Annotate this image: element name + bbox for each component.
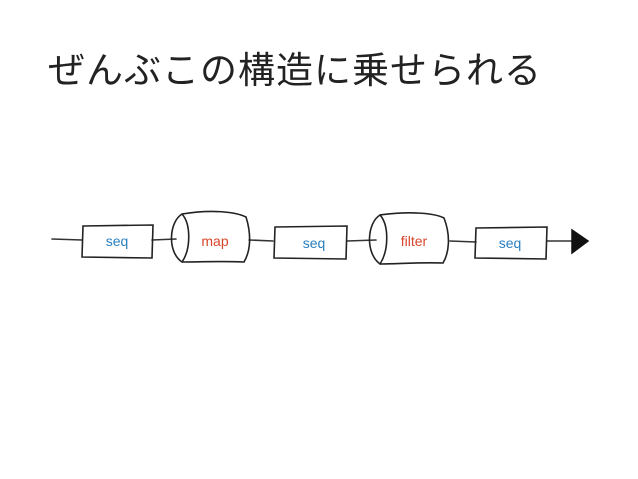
node-filter: filter xyxy=(368,212,450,266)
node-map-label: map xyxy=(201,233,228,249)
node-map-body xyxy=(181,210,251,263)
slide-title: ぜんぶこの構造に乗せられる xyxy=(48,49,542,92)
node-seq-2-label: seq xyxy=(303,235,326,251)
node-map-cap xyxy=(170,212,190,264)
node-filter-label: filter xyxy=(401,233,428,249)
node-seq-1: seq xyxy=(81,224,154,259)
node-seq-1-box xyxy=(81,224,154,259)
node-seq-2-box xyxy=(273,225,348,260)
node-seq-1-label: seq xyxy=(106,233,129,249)
connector-map-seq2 xyxy=(248,239,274,242)
node-seq-3: seq xyxy=(474,226,548,260)
arrowhead-icon xyxy=(571,228,590,255)
connector-in xyxy=(51,238,83,241)
connector-filter-seq3 xyxy=(449,240,477,243)
connector-seq2-filter xyxy=(346,239,377,242)
connector-lines xyxy=(51,238,575,243)
node-map: map xyxy=(170,210,251,264)
connector-seq1-map xyxy=(151,238,177,241)
node-seq-3-label: seq xyxy=(499,235,522,251)
node-seq-2: seq xyxy=(273,225,348,260)
node-filter-body xyxy=(379,212,450,265)
node-filter-cap xyxy=(368,213,388,266)
node-seq-3-box xyxy=(474,226,548,260)
